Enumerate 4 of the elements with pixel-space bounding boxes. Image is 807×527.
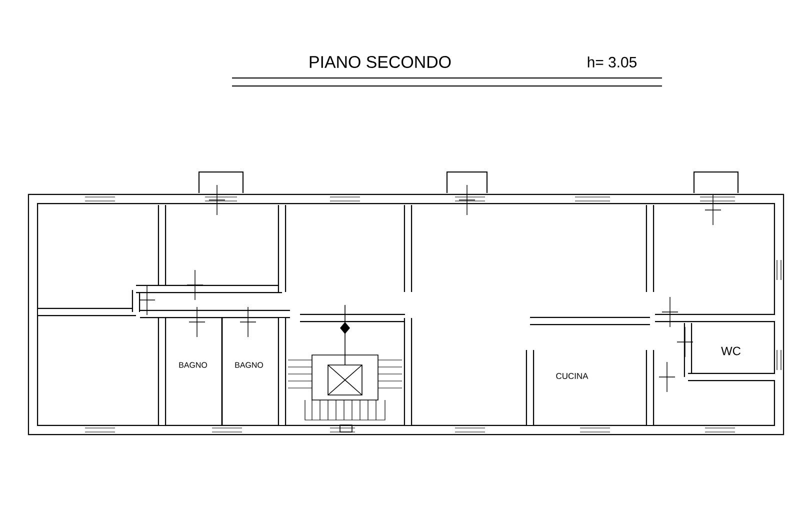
title: PIANO SECONDO [310, 56, 451, 68]
room-label: CUCINA [556, 373, 588, 379]
height-label: h= 3.05 [588, 56, 636, 68]
room-label: WC [721, 346, 740, 356]
